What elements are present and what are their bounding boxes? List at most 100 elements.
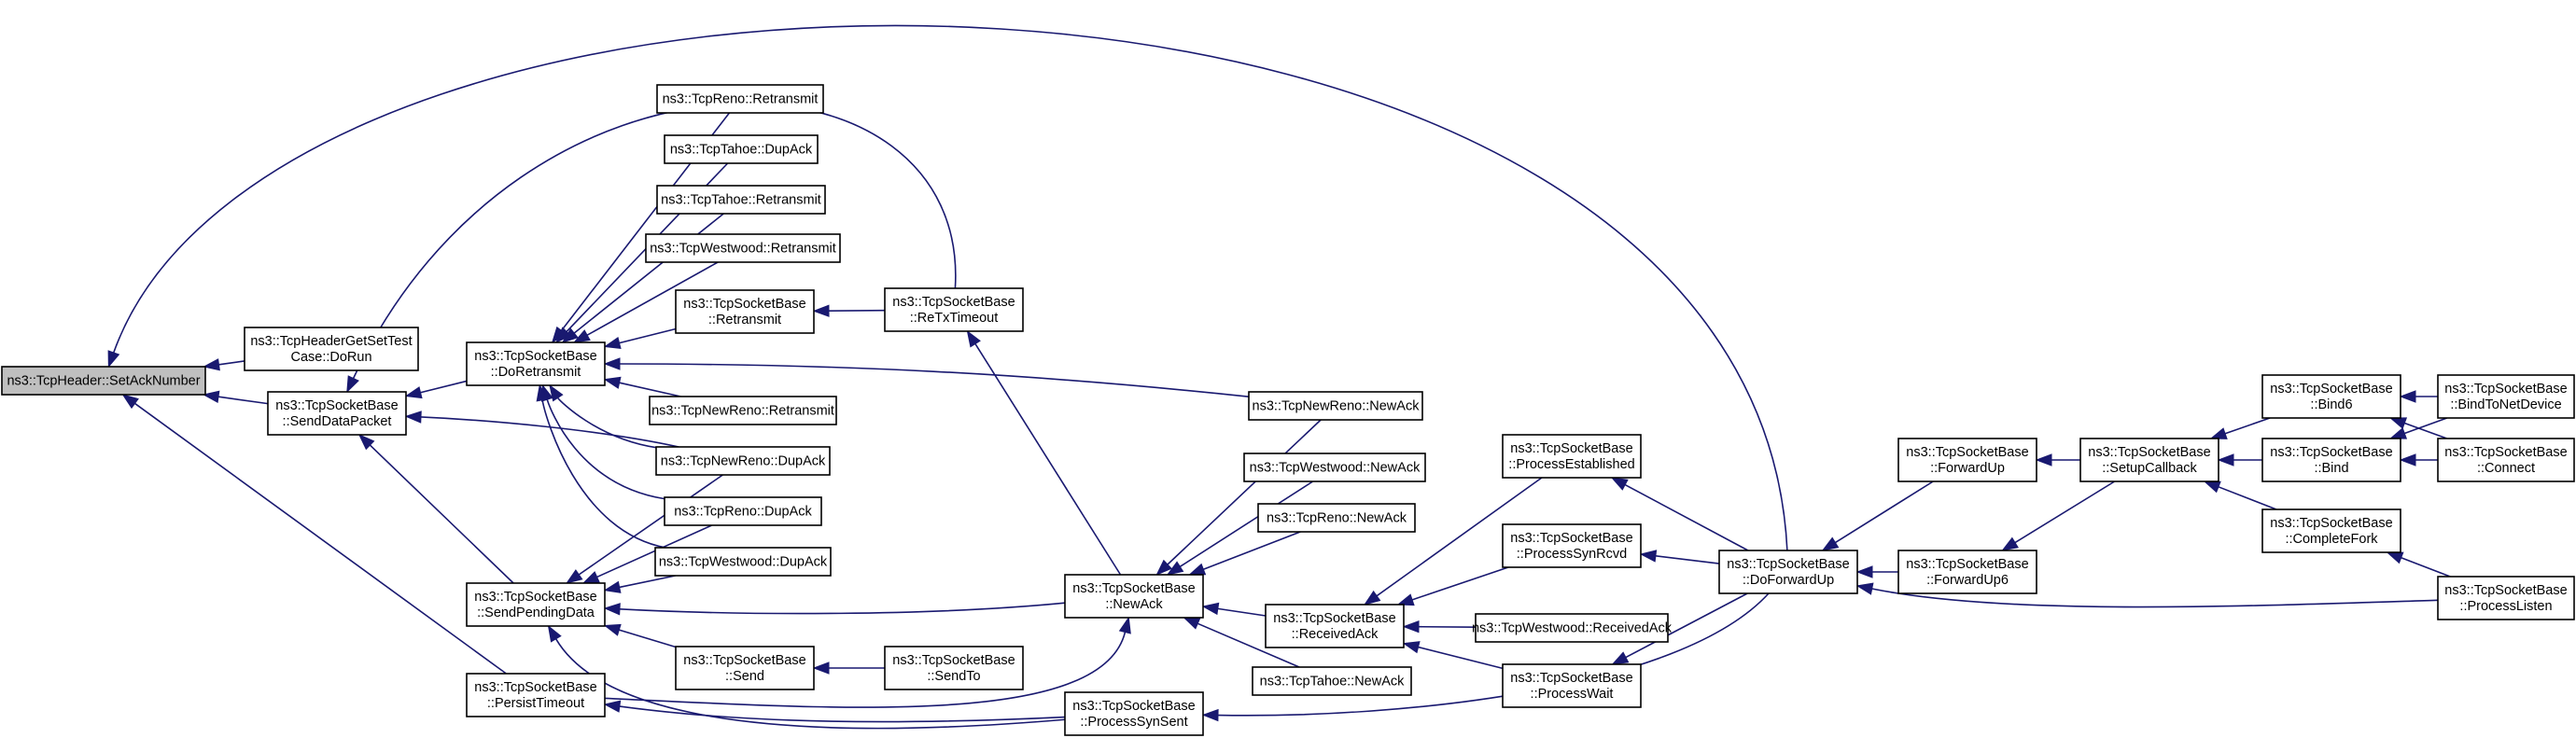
node-box-westwoodnewack[interactable] xyxy=(1243,453,1426,482)
node-box-completefork[interactable] xyxy=(2261,508,2401,553)
arrowhead-sendto-to-send xyxy=(812,661,830,675)
node-box-renodupack[interactable] xyxy=(664,496,822,526)
node-persisttimeout[interactable]: ns3::TcpSocketBase::PersistTimeout xyxy=(466,673,606,717)
node-label-bind-line-1: ::Bind xyxy=(2314,461,2348,476)
node-box-doforwardup[interactable] xyxy=(1718,550,1858,594)
node-box-bind[interactable] xyxy=(2261,438,2401,482)
node-box-connect[interactable] xyxy=(2437,438,2575,482)
node-box-processwait[interactable] xyxy=(1502,663,1642,708)
node-box-retxtimeout[interactable] xyxy=(884,287,1024,332)
arrowhead-completefork-to-setupcallback xyxy=(2203,480,2221,494)
node-box-processlisten[interactable] xyxy=(2437,576,2575,620)
node-senddatapacket[interactable]: ns3::TcpSocketBase::SendDataPacket xyxy=(267,391,407,436)
node-box-sbnewack[interactable] xyxy=(1064,574,1204,619)
node-box-tahoeretransmit[interactable] xyxy=(656,185,826,215)
node-box-receivedack[interactable] xyxy=(1265,604,1405,648)
node-sendpendingdata[interactable]: ns3::TcpSocketBase::SendPendingData xyxy=(466,582,606,627)
node-label-senddatapacket-line-0: ns3::TcpSocketBase xyxy=(275,398,398,413)
node-label-bind6-line-0: ns3::TcpSocketBase xyxy=(2270,382,2392,397)
node-box-processestablished[interactable] xyxy=(1502,434,1642,479)
node-setupcallback[interactable]: ns3::TcpSocketBase::SetupCallback xyxy=(2079,438,2219,482)
node-box-bindtonetdevice[interactable] xyxy=(2437,374,2575,419)
arrowhead-sendpendingdata-to-senddatapacket xyxy=(357,434,375,451)
node-tahoeretransmit[interactable]: ns3::TcpTahoe::Retransmit xyxy=(656,185,826,215)
node-retxtimeout[interactable]: ns3::TcpSocketBase::ReTxTimeout xyxy=(884,287,1024,332)
node-completefork[interactable]: ns3::TcpSocketBase::CompleteFork xyxy=(2261,508,2401,553)
node-label-bind-line-0: ns3::TcpSocketBase xyxy=(2270,445,2392,460)
node-connect[interactable]: ns3::TcpSocketBase::Connect xyxy=(2437,438,2575,482)
node-label-connect-line-0: ns3::TcpSocketBase xyxy=(2444,445,2567,460)
node-sbnewack[interactable]: ns3::TcpSocketBase::NewAck xyxy=(1064,574,1204,619)
node-newrenoretransmit[interactable]: ns3::TcpNewReno::Retransmit xyxy=(649,396,837,425)
node-box-renonewack[interactable] xyxy=(1257,503,1416,533)
edge-persisttimeout-to-sbnewack xyxy=(604,632,1127,708)
node-processlisten[interactable]: ns3::TcpSocketBase::ProcessListen xyxy=(2437,576,2575,620)
node-box-getsettest[interactable] xyxy=(244,327,419,371)
node-newrenodupack[interactable]: ns3::TcpNewReno::DupAck xyxy=(655,446,831,476)
node-westwoodreceivedack[interactable]: ns3::TcpWestwood::ReceivedAck xyxy=(1472,613,1673,643)
node-label-persisttimeout-line-1: ::PersistTimeout xyxy=(487,696,584,711)
node-box-sendpendingdata[interactable] xyxy=(466,582,606,627)
arrowhead-newrenoretransmit-to-doretransmit xyxy=(603,376,622,389)
node-box-doretransmit[interactable] xyxy=(466,341,606,386)
node-doforwardup[interactable]: ns3::TcpSocketBase::DoForwardUp xyxy=(1718,550,1858,594)
node-box-forwardup6[interactable] xyxy=(1897,550,2037,594)
node-box-westwooddupack[interactable] xyxy=(654,547,832,577)
node-box-setupcallback[interactable] xyxy=(2079,438,2219,482)
node-box-processsynsent[interactable] xyxy=(1064,691,1204,736)
node-box-sbretransmit[interactable] xyxy=(675,289,815,334)
node-box-persisttimeout[interactable] xyxy=(466,673,606,717)
node-tahoedupack[interactable]: ns3::TcpTahoe::DupAck xyxy=(664,134,819,164)
node-westwoodretransmit[interactable]: ns3::TcpWestwood::Retransmit xyxy=(645,233,841,263)
node-newrenonewack[interactable]: ns3::TcpNewReno::NewAck xyxy=(1248,391,1423,421)
node-westwooddupack[interactable]: ns3::TcpWestwood::DupAck xyxy=(654,547,832,577)
node-box-processsynrcvd[interactable] xyxy=(1502,523,1642,568)
node-bind6[interactable]: ns3::TcpSocketBase::Bind6 xyxy=(2261,374,2401,419)
node-sendto[interactable]: ns3::TcpSocketBase::SendTo xyxy=(884,646,1024,690)
edge-retxtimeout-to-sbretransmit xyxy=(828,309,886,312)
node-box-send[interactable] xyxy=(675,646,815,690)
node-processestablished[interactable]: ns3::TcpSocketBase::ProcessEstablished xyxy=(1502,434,1642,479)
arrowhead-renodupack-to-sendpendingdata xyxy=(581,571,600,584)
node-box-newrenonewack[interactable] xyxy=(1248,391,1423,421)
node-doretransmit[interactable]: ns3::TcpSocketBase::DoRetransmit xyxy=(466,341,606,386)
node-setacknumber[interactable]: ns3::TcpHeader::SetAckNumber xyxy=(1,366,206,396)
node-processwait[interactable]: ns3::TcpSocketBase::ProcessWait xyxy=(1502,663,1642,708)
node-box-tahoedupack[interactable] xyxy=(664,134,819,164)
node-sbretransmit[interactable]: ns3::TcpSocketBase::Retransmit xyxy=(675,289,815,334)
node-label-tahoenewack-line-0: ns3::TcpTahoe::NewAck xyxy=(1260,675,1405,689)
node-box-setacknumber[interactable] xyxy=(1,366,206,396)
node-box-senddatapacket[interactable] xyxy=(267,391,407,436)
node-box-tahoenewack[interactable] xyxy=(1252,666,1412,696)
node-box-westwoodreceivedack[interactable] xyxy=(1475,613,1669,643)
node-processsynsent[interactable]: ns3::TcpSocketBase::ProcessSynSent xyxy=(1064,691,1204,736)
node-box-renoretransmit[interactable] xyxy=(656,84,824,114)
node-label-sendpendingdata-line-0: ns3::TcpSocketBase xyxy=(474,590,596,605)
node-label-doforwardup-line-0: ns3::TcpSocketBase xyxy=(1727,557,1849,572)
node-box-sendto[interactable] xyxy=(884,646,1024,690)
edge-sbnewack-to-retxtimeout xyxy=(974,343,1122,576)
node-forwardup[interactable]: ns3::TcpSocketBase::ForwardUp xyxy=(1897,438,2037,482)
node-processsynrcvd[interactable]: ns3::TcpSocketBase::ProcessSynRcvd xyxy=(1502,523,1642,568)
node-bind[interactable]: ns3::TcpSocketBase::Bind xyxy=(2261,438,2401,482)
node-box-bind6[interactable] xyxy=(2261,374,2401,419)
node-box-newrenodupack[interactable] xyxy=(655,446,831,476)
node-westwoodnewack[interactable]: ns3::TcpWestwood::NewAck xyxy=(1243,453,1426,482)
node-box-westwoodretransmit[interactable] xyxy=(645,233,841,263)
node-receivedack[interactable]: ns3::TcpSocketBase::ReceivedAck xyxy=(1265,604,1405,648)
edge-bind6-to-setupcallback xyxy=(2224,417,2271,435)
arrowhead-processsynsent-to-persisttimeout xyxy=(603,700,622,713)
node-tahoenewack[interactable]: ns3::TcpTahoe::NewAck xyxy=(1252,666,1412,696)
node-renodupack[interactable]: ns3::TcpReno::DupAck xyxy=(664,496,822,526)
node-send[interactable]: ns3::TcpSocketBase::Send xyxy=(675,646,815,690)
node-renonewack[interactable]: ns3::TcpReno::NewAck xyxy=(1257,503,1416,533)
node-box-newrenoretransmit[interactable] xyxy=(649,396,837,425)
node-renoretransmit[interactable]: ns3::TcpReno::Retransmit xyxy=(656,84,824,114)
arrowhead-tahoeretransmit-to-doretransmit xyxy=(561,327,579,343)
node-bindtonetdevice[interactable]: ns3::TcpSocketBase::BindToNetDevice xyxy=(2437,374,2575,419)
node-label-processlisten-line-1: ::ProcessListen xyxy=(2459,599,2552,614)
node-box-forwardup[interactable] xyxy=(1897,438,2037,482)
node-forwardup6[interactable]: ns3::TcpSocketBase::ForwardUp6 xyxy=(1897,550,2037,594)
